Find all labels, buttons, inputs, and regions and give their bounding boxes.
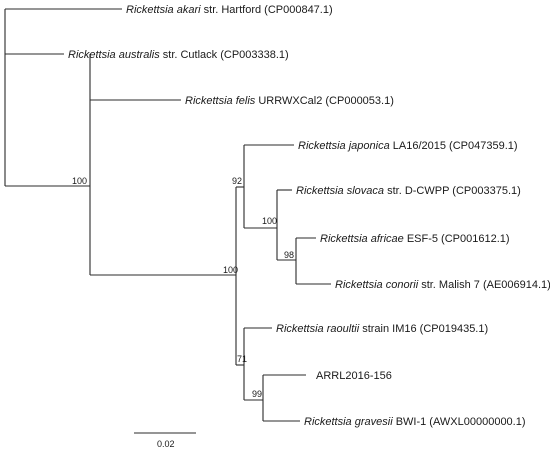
bootstrap-label: 100	[262, 216, 277, 226]
taxon-name: Rickettsia conorii	[335, 279, 419, 291]
bootstrap-label: 71	[237, 354, 247, 364]
taxon-label-conorii: Rickettsia conorii str. Malish 7 (AE0069…	[335, 279, 550, 291]
taxon-strain: strain IM16 (CP019435.1)	[359, 323, 488, 335]
bootstrap-label: 100	[72, 176, 87, 186]
taxon-name: Rickettsia africae	[320, 233, 404, 245]
bootstrap-label: 99	[252, 389, 262, 399]
scale-bar-label: 0.02	[157, 439, 175, 449]
taxon-strain: ARRL2016-156	[316, 370, 392, 382]
bootstrap-label: 92	[232, 176, 242, 186]
taxon-strain: str. D-CWPP (CP003375.1)	[384, 185, 521, 197]
taxon-label-gravesii: Rickettsia gravesii BWI-1 (AWXL00000000.…	[304, 416, 526, 428]
taxon-label-australis: Rickettsia australis str. Cutlack (CP003…	[68, 49, 289, 61]
taxon-strain: str. Hartford (CP000847.1)	[201, 4, 333, 16]
taxon-strain: str. Cutlack (CP003338.1)	[160, 49, 289, 61]
taxon-name: Rickettsia australis	[68, 49, 160, 61]
bootstrap-label: 98	[284, 250, 294, 260]
bootstrap-label: 100	[223, 265, 238, 275]
taxon-label-akari: Rickettsia akari str. Hartford (CP000847…	[126, 4, 333, 16]
taxon-strain: URRWXCal2 (CP000053.1)	[255, 95, 394, 107]
taxon-label-arrl: ARRL2016-156	[316, 370, 392, 382]
taxon-name: Rickettsia felis	[185, 95, 256, 107]
taxon-name: Rickettsia raoultii	[276, 323, 360, 335]
taxon-name: Rickettsia akari	[126, 4, 201, 16]
taxon-name: Rickettsia gravesii	[304, 416, 393, 428]
taxon-strain: str. Malish 7 (AE006914.1)	[418, 279, 550, 291]
taxon-label-felis: Rickettsia felis URRWXCal2 (CP000053.1)	[185, 95, 394, 107]
taxon-strain: LA16/2015 (CP047359.1)	[390, 140, 518, 152]
taxon-label-slovaca: Rickettsia slovaca str. D-CWPP (CP003375…	[296, 185, 521, 197]
taxon-strain: ESF-5 (CP001612.1)	[404, 233, 510, 245]
taxon-name: Rickettsia slovaca	[296, 185, 384, 197]
taxon-label-africae: Rickettsia africae ESF-5 (CP001612.1)	[320, 233, 510, 245]
taxon-label-raoultii: Rickettsia raoultii strain IM16 (CP01943…	[276, 323, 488, 335]
taxon-name: Rickettsia japonica	[298, 140, 390, 152]
taxon-label-japonica: Rickettsia japonica LA16/2015 (CP047359.…	[298, 140, 518, 152]
taxon-strain: BWI-1 (AWXL00000000.1)	[393, 416, 526, 428]
